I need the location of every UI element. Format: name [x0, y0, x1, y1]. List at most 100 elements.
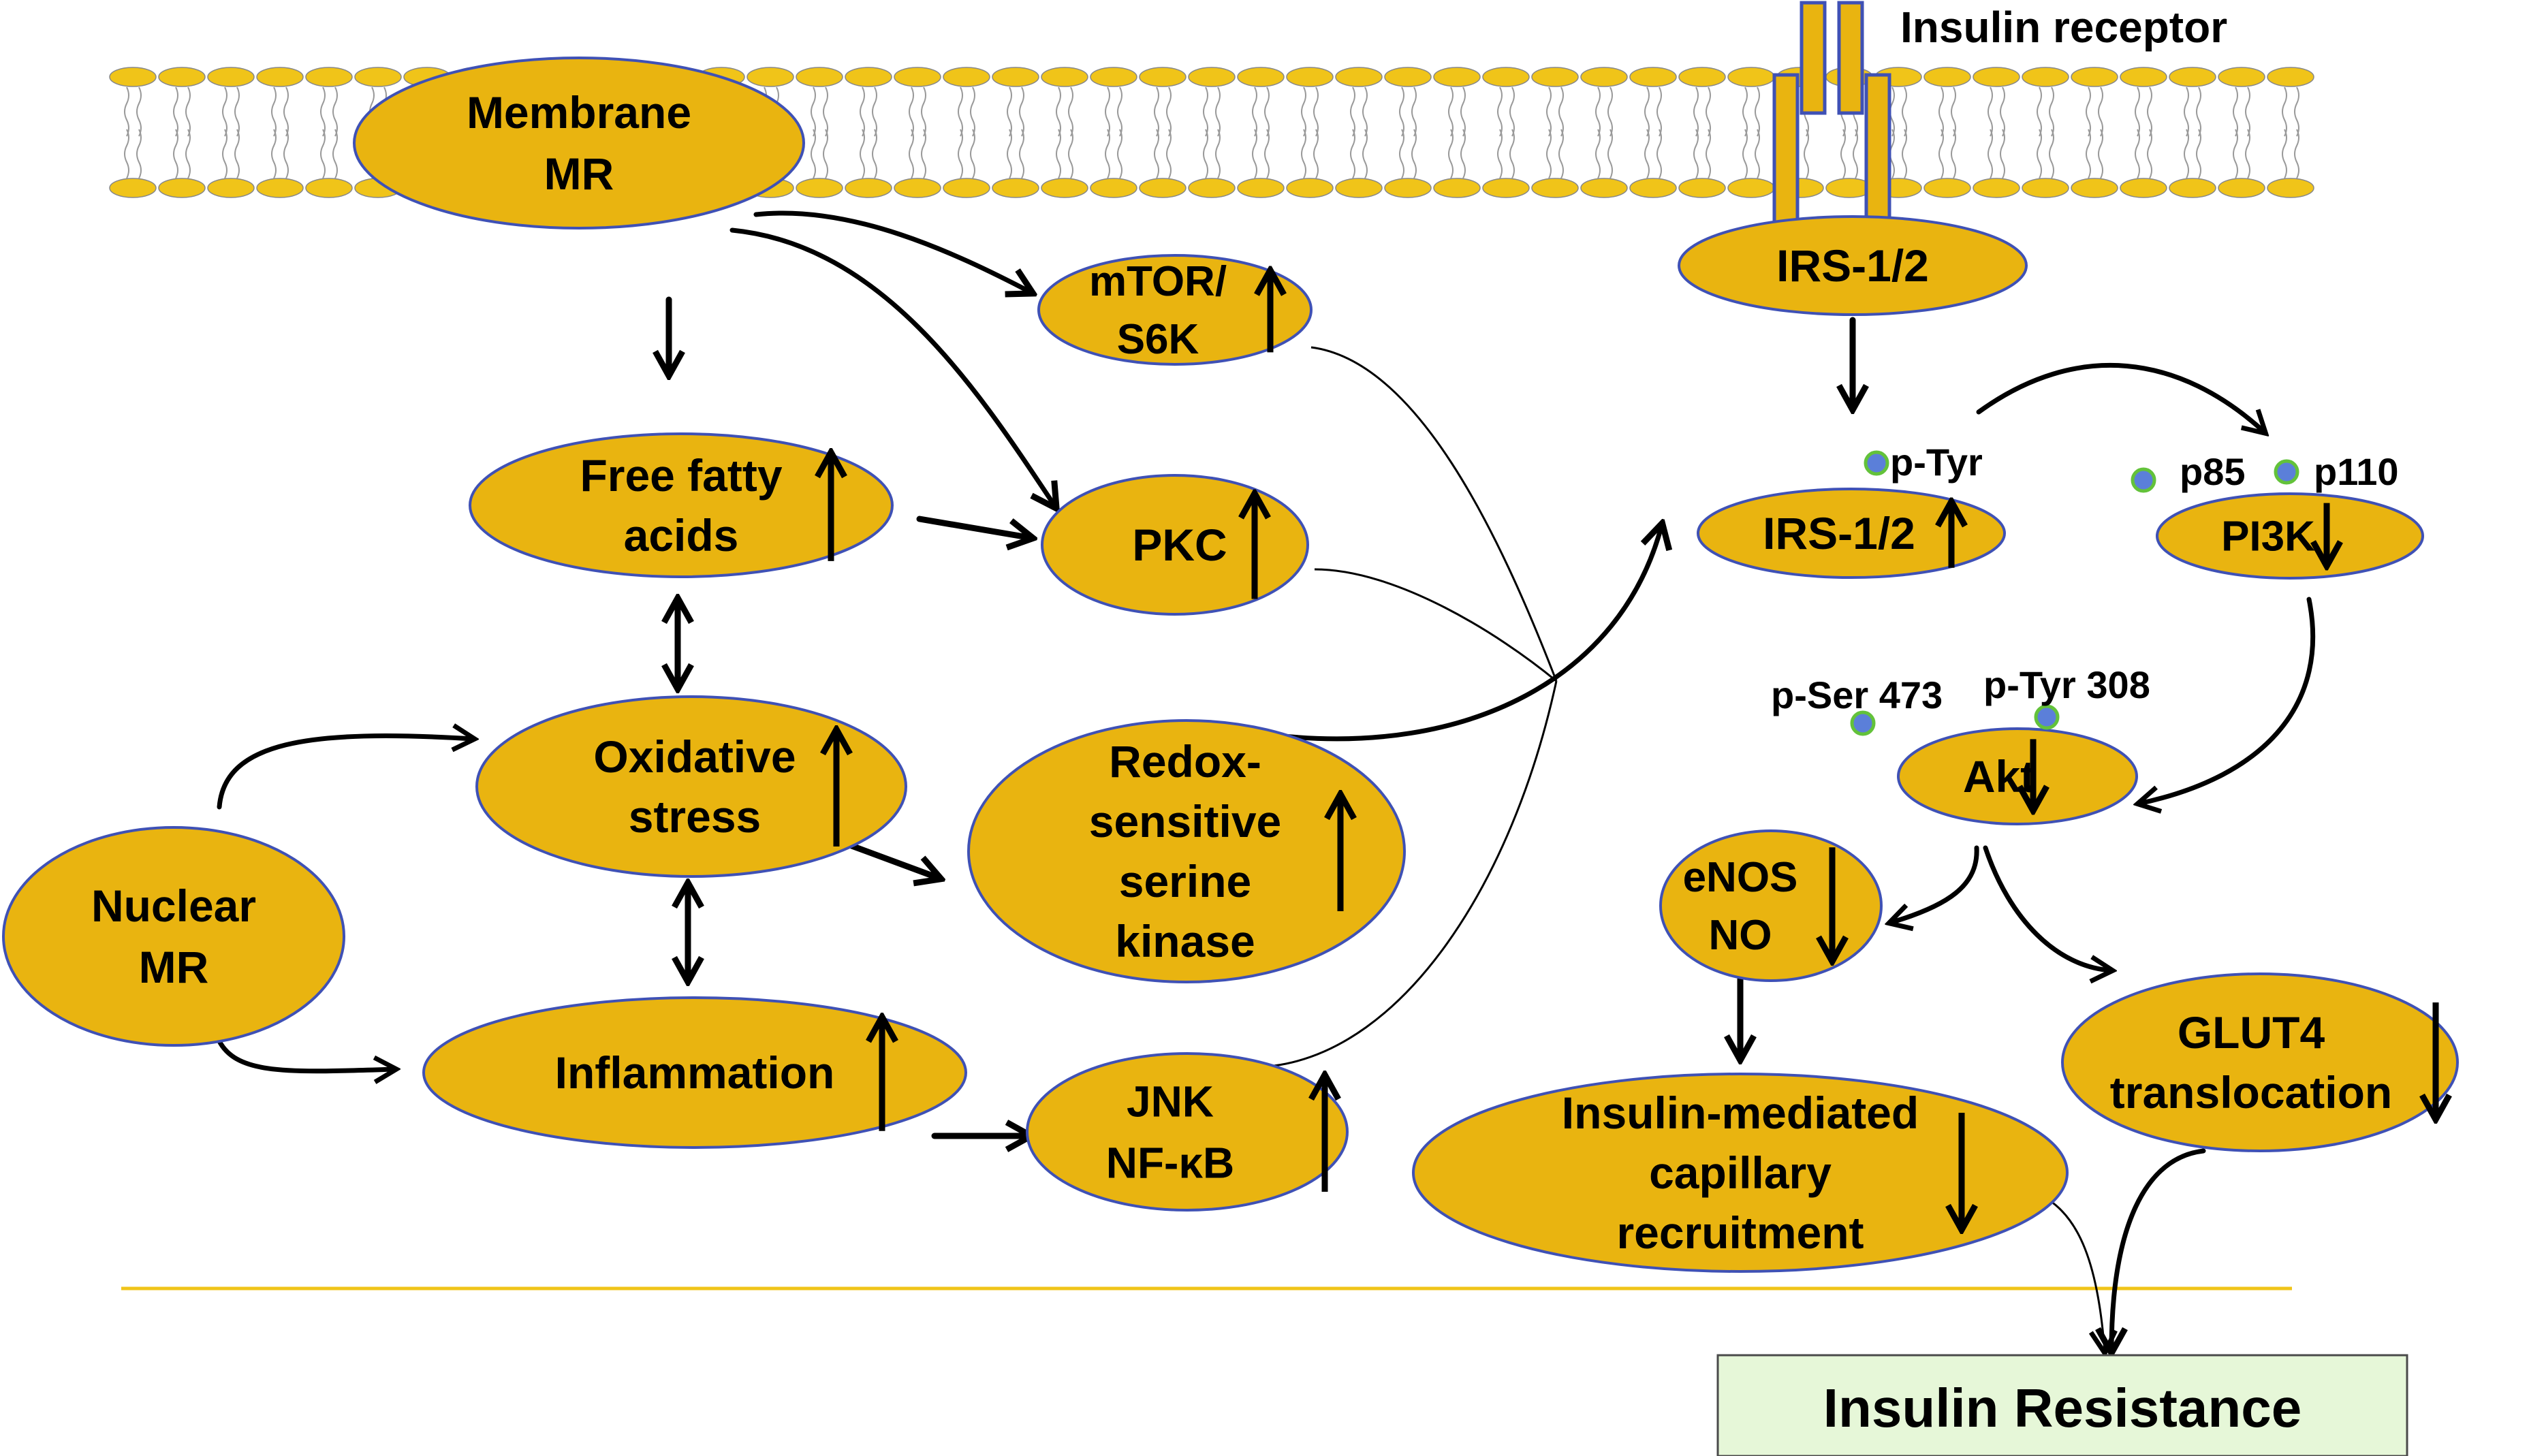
lipid-tail — [1902, 86, 1907, 137]
lipid-tail — [958, 86, 963, 137]
lipid-tail — [2049, 129, 2054, 179]
lipid-head-outer — [1188, 67, 1236, 87]
lipid-tail — [1853, 129, 1858, 179]
arrow-nuclear-to-oxidative — [217, 736, 473, 810]
lipid-head-inner — [1384, 178, 1432, 198]
lipid-tail — [1056, 86, 1061, 137]
lipid-head-inner — [992, 178, 1039, 198]
lipid-head-inner — [1727, 178, 1775, 198]
lipid-head-inner — [1923, 178, 1971, 198]
lipid-tail — [1706, 129, 1711, 179]
lipid-head-outer — [109, 67, 157, 87]
lipid-tail — [1019, 129, 1024, 179]
lipid-tail — [2135, 129, 2140, 179]
lipid-tail — [1411, 86, 1417, 137]
lipid-tail — [136, 86, 142, 137]
lipid-tail — [1497, 86, 1503, 137]
node-label: Oxidative — [593, 731, 796, 782]
lipid-tail — [1742, 86, 1748, 137]
lipid-head-inner — [2169, 178, 2216, 198]
node-inflammation: Inflammation — [422, 996, 967, 1149]
phospho-dot — [2034, 704, 2060, 730]
node-shape — [1026, 1052, 1349, 1212]
lipid-tail — [860, 129, 865, 179]
lipid-tail — [970, 86, 975, 137]
lipid-tail — [2037, 86, 2042, 137]
node-shape — [1697, 488, 2006, 579]
node-label: JNK — [1127, 1077, 1214, 1126]
lipid-head-outer — [2022, 67, 2069, 87]
lipid-head-outer — [943, 67, 990, 87]
node-label: MR — [544, 148, 614, 199]
node-label: serine — [1119, 856, 1251, 906]
lipid-tail — [1988, 129, 1993, 179]
lipid-head-outer — [1237, 67, 1285, 87]
lipid-head-inner — [2071, 178, 2118, 198]
lipid-tail — [2037, 129, 2042, 179]
outcome-label: Insulin Resistance — [1823, 1378, 2302, 1438]
lipid-tail — [1068, 86, 1073, 137]
lipid-tail — [1215, 86, 1221, 137]
lipid-tail — [921, 129, 926, 179]
lipid-head-outer — [1335, 67, 1383, 87]
arrow-akt-to-enos — [1890, 845, 1979, 923]
arrow-oxidative-to-redox — [845, 841, 940, 879]
node-shape — [2061, 972, 2459, 1152]
node-label: Nuclear — [91, 881, 256, 931]
lipid-tail — [1595, 129, 1601, 179]
lipid-tail — [2233, 129, 2238, 179]
connector-lines — [1273, 346, 2105, 1352]
lipid-tail — [1938, 86, 1944, 137]
lipid-tail — [1902, 129, 1907, 179]
phospho-dot — [1864, 450, 1889, 476]
lipid-tail — [2147, 129, 2152, 179]
lipid-head-inner — [1237, 178, 1285, 198]
lipid-tail — [1951, 86, 1956, 137]
lipid-tail — [185, 129, 191, 179]
lipid-tail — [1755, 86, 1760, 137]
node-pkc: PKC — [1041, 474, 1309, 616]
lipid-tail — [1105, 129, 1110, 179]
node-label: kinase — [1115, 916, 1255, 966]
node-shape — [967, 719, 1406, 983]
lipid-tail — [1804, 129, 1809, 179]
lipid-tail — [2196, 86, 2201, 137]
node-label: Redox- — [1109, 736, 1261, 787]
lipid-tail — [958, 129, 963, 179]
lipid-head-inner — [1531, 178, 1579, 198]
phospho-dot — [2274, 459, 2299, 485]
lipid-head-outer — [256, 67, 304, 87]
node-oxidative: Oxidative stress — [475, 695, 907, 878]
lipid-tail — [185, 86, 191, 137]
phospho-label-p110: p110 — [2314, 450, 2399, 493]
lipid-tail — [1362, 129, 1368, 179]
arrows — [214, 210, 2316, 1352]
lipid-tail — [1755, 129, 1760, 179]
lipid-tail — [222, 86, 227, 137]
lipid-tail — [1350, 129, 1355, 179]
lipid-tail — [320, 129, 326, 179]
node-label: Insulin-mediated — [1562, 1088, 1919, 1138]
mtor-connector — [1310, 346, 1558, 682]
node-label: eNOS — [1683, 854, 1798, 901]
lipid-tail — [1252, 129, 1257, 179]
lipid-tail — [1607, 86, 1613, 137]
lipid-tail — [2282, 129, 2287, 179]
lipid-head-outer — [305, 67, 353, 87]
lipid-head-inner — [256, 178, 304, 198]
lipid-head-outer — [992, 67, 1039, 87]
lipid-tail — [1019, 86, 1024, 137]
lipid-tail — [1399, 86, 1404, 137]
lipid-head-inner — [2120, 178, 2167, 198]
node-label: stress — [629, 791, 761, 842]
node-label: PKC — [1132, 520, 1227, 570]
lipid-tail — [2098, 129, 2103, 179]
lipid-tail — [2147, 86, 2152, 137]
lipid-tail — [2000, 86, 2005, 137]
lipid-tail — [1546, 86, 1552, 137]
lipid-tail — [1595, 86, 1601, 137]
lipid-head-inner — [1188, 178, 1236, 198]
lipid-tail — [1154, 86, 1159, 137]
lipid-tail — [909, 129, 914, 179]
